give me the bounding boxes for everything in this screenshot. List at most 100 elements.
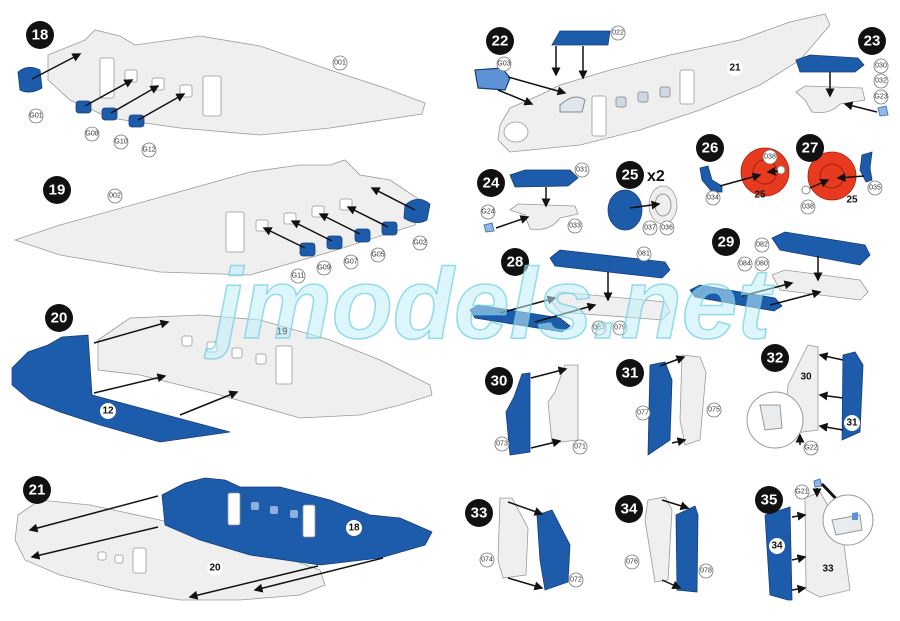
part-037-wheel-hub [607, 189, 643, 231]
part-callout: 072 [568, 572, 584, 588]
part-g03-windshield [474, 67, 511, 91]
svg-text:G05: G05 [371, 252, 384, 259]
svg-text:079: 079 [614, 325, 626, 332]
part-077-rudder-half [647, 361, 673, 456]
part-079-lower-tailplane [549, 291, 671, 321]
part-g24 [483, 222, 495, 233]
svg-text:036: 036 [661, 225, 673, 232]
watermark: jmodels.net [204, 248, 774, 360]
part-g07-window [354, 228, 371, 243]
subassembly-label: 21 [729, 63, 741, 74]
step-number: 27 [802, 140, 819, 157]
step-24: 24 031 G24 033 [477, 162, 590, 234]
part-callout: 022 [610, 25, 626, 41]
part-callout: 002 [107, 188, 123, 204]
step-number: 26 [702, 140, 719, 157]
svg-text:031: 031 [576, 167, 588, 174]
part-031-panel [509, 169, 579, 188]
svg-text:030: 030 [875, 63, 887, 70]
door-opening [202, 75, 222, 117]
svg-text:081: 081 [638, 251, 650, 258]
part-073-fin-half [505, 372, 531, 456]
cockpit-windshield [559, 96, 586, 113]
svg-text:084: 084 [739, 261, 751, 268]
step-18: 18 001 G01 G08 G10 G12 [17, 21, 426, 158]
svg-text:001: 001 [334, 60, 346, 67]
step-29: 29 082 084 080 [689, 228, 871, 312]
part-034-gear-leg [699, 165, 723, 193]
svg-text:G09: G09 [317, 265, 330, 272]
step-26: 26 038 034 25 [696, 134, 790, 206]
part-038-hub-cap [801, 185, 811, 195]
wheel-assembly-25 [740, 147, 790, 197]
window [637, 91, 649, 103]
part-callout: G22 [803, 440, 819, 456]
part-callout: 030 [873, 58, 889, 74]
part-callout: 076 [624, 554, 640, 570]
subassembly-label: 18 [348, 523, 360, 534]
part-callout: 036 [659, 220, 675, 236]
step-21: 21 18 20 [14, 476, 433, 601]
part-g09-window [326, 235, 343, 250]
step-badge [486, 27, 514, 55]
step-badge [858, 27, 886, 55]
svg-text:022: 022 [612, 30, 624, 37]
part-g11-window [299, 242, 316, 257]
nose-opening [503, 121, 529, 143]
svg-text:G12: G12 [142, 147, 155, 154]
part-callout: G01 [28, 108, 44, 124]
part-g23 [877, 105, 889, 117]
step-number: 22 [492, 33, 509, 50]
part-callout: G02 [412, 235, 428, 251]
part-084-elevator [689, 284, 783, 312]
step-badge [485, 367, 513, 395]
subassembly-label: 19 [276, 327, 288, 338]
svg-text:G24: G24 [481, 209, 494, 216]
step-number: 19 [49, 182, 66, 199]
part-callout: G09 [316, 260, 332, 276]
step-badge [761, 344, 789, 372]
door-opening [99, 57, 115, 99]
step-badge [501, 248, 529, 276]
step-32: 32 G22 30 31 [746, 344, 864, 456]
part-callout: 084 [737, 256, 753, 272]
svg-text:033: 033 [569, 223, 581, 230]
part-callout: 075 [706, 402, 722, 418]
part-callout: 034 [705, 190, 721, 206]
door-opening [275, 345, 293, 385]
step-20: 20 19 12 [11, 304, 433, 443]
detail-fin-tip [759, 404, 783, 431]
svg-text:078: 078 [700, 568, 712, 575]
step-number: 30 [491, 373, 508, 390]
step-badge [616, 359, 644, 387]
step-22: 22 022 G03 21 [474, 13, 831, 153]
part-080-lower-tailplane [771, 269, 869, 301]
door-opening [302, 504, 316, 538]
part-callout: 001 [332, 55, 348, 71]
step-badge [755, 486, 783, 514]
part-075-rudder-half [679, 354, 707, 446]
step-number: 23 [864, 33, 881, 50]
window [270, 506, 278, 514]
step-35: 35 G21 34 33 [755, 478, 874, 601]
step-number: 34 [621, 501, 638, 518]
step-30: 30 073 071 [485, 364, 588, 456]
part-callout: G21 [794, 484, 810, 500]
step-badge [465, 499, 493, 527]
svg-text:080: 080 [756, 261, 768, 268]
svg-text:075: 075 [708, 407, 720, 414]
subassembly-label: 25 [846, 195, 858, 206]
part-g12-window [128, 114, 145, 128]
svg-text:002: 002 [109, 193, 121, 200]
svg-text:074: 074 [481, 557, 493, 564]
window-opening [97, 551, 107, 561]
fuselage-assembly-19 [97, 314, 433, 419]
svg-text:G22: G22 [804, 445, 817, 452]
part-callout: 082 [754, 237, 770, 253]
window [290, 510, 298, 518]
step-number: 33 [471, 505, 488, 522]
svg-text:073: 073 [496, 441, 508, 448]
step-number: 29 [718, 234, 735, 251]
part-035-gear-leg [859, 151, 873, 183]
svg-text:071: 071 [574, 444, 586, 451]
